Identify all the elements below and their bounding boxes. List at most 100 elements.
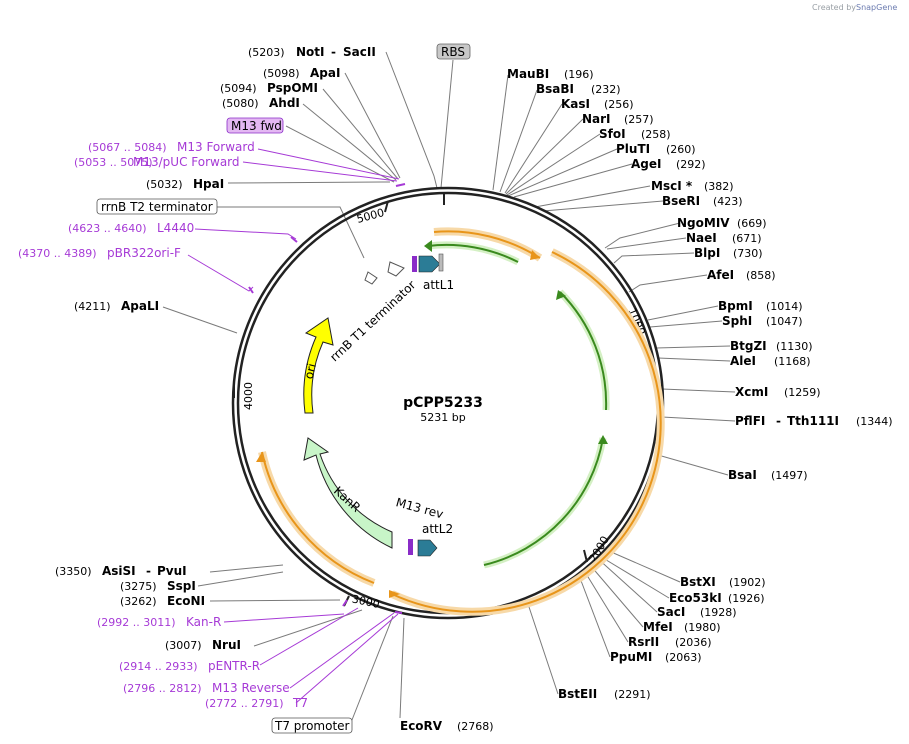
site-hpai[interactable]: (5032) HpaI — [146, 177, 224, 191]
svg-text:M13/pUC Forward: M13/pUC Forward — [133, 155, 240, 169]
site-ecorv[interactable]: EcoRV (2768) — [400, 719, 494, 733]
svg-text:XcmI: XcmI — [735, 385, 768, 399]
svg-text:(423): (423) — [713, 195, 743, 208]
site-ngomiv[interactable]: NgoMIV (669) — [677, 216, 767, 230]
site-maubi[interactable]: MauBI (196) — [507, 67, 594, 81]
kanr-feature — [303, 437, 393, 549]
site-bsabi[interactable]: BsaBI (232) — [536, 82, 621, 96]
svg-text:SspI: SspI — [167, 579, 196, 593]
primer-pbr322ori-f[interactable]: (4370 .. 4389) pBR322ori-F — [18, 246, 181, 260]
tick-label-4000: 4000 — [242, 382, 255, 410]
svg-text:NgoMIV: NgoMIV — [677, 216, 730, 230]
svg-text:AfeI: AfeI — [707, 268, 734, 282]
primer-kan-r[interactable]: (2992 .. 3011) Kan-R — [97, 615, 221, 629]
site-sfoi[interactable]: SfoI (258) — [599, 127, 671, 141]
svg-text:PflFI: PflFI — [735, 414, 765, 428]
primer-m13-reverse[interactable]: (2796 .. 2812) M13 Reverse — [123, 681, 290, 695]
site-pluti[interactable]: PluTI (260) — [616, 142, 696, 156]
svg-text:Tth111I: Tth111I — [787, 414, 839, 428]
attl2-purple-mark — [408, 539, 413, 555]
svg-text:M13 Reverse: M13 Reverse — [212, 681, 290, 695]
svg-text:EcoRV: EcoRV — [400, 719, 443, 733]
svg-text:BstXI: BstXI — [680, 575, 716, 589]
site-sspi[interactable]: (3275) SspI — [120, 579, 196, 593]
site-bseri[interactable]: BseRI (423) — [662, 194, 743, 208]
svg-text:AhdI: AhdI — [269, 96, 300, 110]
primer-t7[interactable]: (2772 .. 2791) T7 — [205, 696, 308, 710]
rbs-box[interactable] — [436, 43, 471, 60]
m13-fwd-box[interactable] — [226, 117, 284, 134]
attl1-arrow-icon — [418, 255, 441, 273]
svg-text:(671): (671) — [732, 232, 762, 245]
svg-text:(5098): (5098) — [263, 67, 300, 80]
site-ppumi[interactable]: PpuMI (2063) — [610, 650, 702, 664]
site-rsrii[interactable]: RsrII (2036) — [628, 635, 712, 649]
site-pflfi-tth111i[interactable]: PflFI - Tth111I (1344) — [735, 414, 893, 428]
svg-text:(4370 .. 4389): (4370 .. 4389) — [18, 247, 97, 260]
site-bpmi[interactable]: BpmI (1014) — [718, 299, 803, 313]
attl2-arrow-icon — [417, 539, 438, 557]
svg-text:(5094): (5094) — [220, 82, 257, 95]
m13-rev-label: M13 rev — [394, 495, 445, 521]
site-apali[interactable]: (4211) ApaLI — [74, 299, 159, 313]
svg-text:(2036): (2036) — [675, 636, 712, 649]
svg-text:BsaI: BsaI — [728, 468, 757, 482]
svg-text:PluTI: PluTI — [616, 142, 650, 156]
rrnb-t2-label: rrnB T2 terminator — [101, 200, 213, 214]
svg-text:(1130): (1130) — [776, 340, 813, 353]
svg-text:(3275): (3275) — [120, 580, 157, 593]
site-msci[interactable]: MscI * (382) — [651, 179, 734, 193]
svg-text:(2768): (2768) — [457, 720, 494, 733]
site-bsteii[interactable]: BstEII (2291) — [558, 687, 651, 701]
site-eco53ki[interactable]: Eco53kI (1926) — [669, 591, 765, 605]
svg-text:BlpI: BlpI — [694, 246, 720, 260]
site-nari[interactable]: NarI (257) — [582, 112, 654, 126]
site-econi[interactable]: (3262) EcoNI — [120, 594, 205, 608]
svg-text:(5067 .. 5084): (5067 .. 5084) — [88, 141, 167, 154]
tick-label-5000: 5000 — [355, 206, 385, 226]
site-btgzi[interactable]: BtgZI (1130) — [730, 339, 813, 353]
svg-text:(4623 .. 4640): (4623 .. 4640) — [68, 222, 147, 235]
primer-m13-puc-forward[interactable]: (5053 .. 5075) M13/pUC Forward — [74, 155, 240, 169]
svg-text:(256): (256) — [604, 98, 634, 111]
svg-text:Kan-R: Kan-R — [186, 615, 221, 629]
svg-text:(2291): (2291) — [614, 688, 651, 701]
site-mfei[interactable]: MfeI (1980) — [643, 620, 721, 634]
primer-pentr-r[interactable]: (2914 .. 2933) pENTR-R — [119, 659, 260, 673]
svg-text:MscI *: MscI * — [651, 179, 693, 193]
site-alei[interactable]: AleI (1168) — [730, 354, 811, 368]
site-apai[interactable]: (5098) ApaI — [263, 66, 340, 80]
credit-prefix: Created by — [812, 3, 856, 12]
site-sphi[interactable]: SphI (1047) — [722, 314, 803, 328]
site-pspomi[interactable]: (5094) PspOMI — [220, 81, 318, 95]
svg-text:AsiSI: AsiSI — [102, 564, 136, 578]
svg-text:(669): (669) — [737, 217, 767, 230]
site-bsai[interactable]: BsaI (1497) — [728, 468, 808, 482]
svg-text:ApaLI: ApaLI — [121, 299, 159, 313]
site-ahdi[interactable]: (5080) AhdI — [222, 96, 300, 110]
primer-l4440[interactable]: (4623 .. 4640) L4440 — [68, 221, 194, 235]
site-naei[interactable]: NaeI (671) — [686, 231, 762, 245]
svg-text:(257): (257) — [624, 113, 654, 126]
site-noti-sacii[interactable]: (5203) NotI - SacII — [248, 45, 376, 59]
site-nrui[interactable]: (3007) NruI — [165, 638, 241, 652]
site-xcmi[interactable]: XcmI (1259) — [735, 385, 821, 399]
svg-text:SacI: SacI — [657, 605, 685, 619]
svg-text:EcoNI: EcoNI — [167, 594, 205, 608]
leader-lines — [162, 51, 736, 726]
svg-text:NruI: NruI — [212, 638, 241, 652]
site-agei[interactable]: AgeI (292) — [631, 157, 706, 171]
svg-text:(1928): (1928) — [700, 606, 737, 619]
site-afei[interactable]: AfeI (858) — [707, 268, 776, 282]
site-saci[interactable]: SacI (1928) — [657, 605, 737, 619]
svg-text:(3262): (3262) — [120, 595, 157, 608]
site-kasi[interactable]: KasI (256) — [561, 97, 634, 111]
attl1-label: attL1 — [423, 278, 454, 292]
site-asisi-pvui[interactable]: (3350) AsiSI - PvuI — [55, 564, 187, 578]
svg-text:(858): (858) — [746, 269, 776, 282]
site-blpi[interactable]: BlpI (730) — [694, 246, 763, 260]
site-bstxi[interactable]: BstXI (1902) — [680, 575, 766, 589]
t7-promoter-box[interactable] — [271, 717, 353, 734]
rrnb-t2-box[interactable] — [96, 198, 218, 215]
primer-m13-forward[interactable]: (5067 .. 5084) M13 Forward — [88, 140, 255, 154]
